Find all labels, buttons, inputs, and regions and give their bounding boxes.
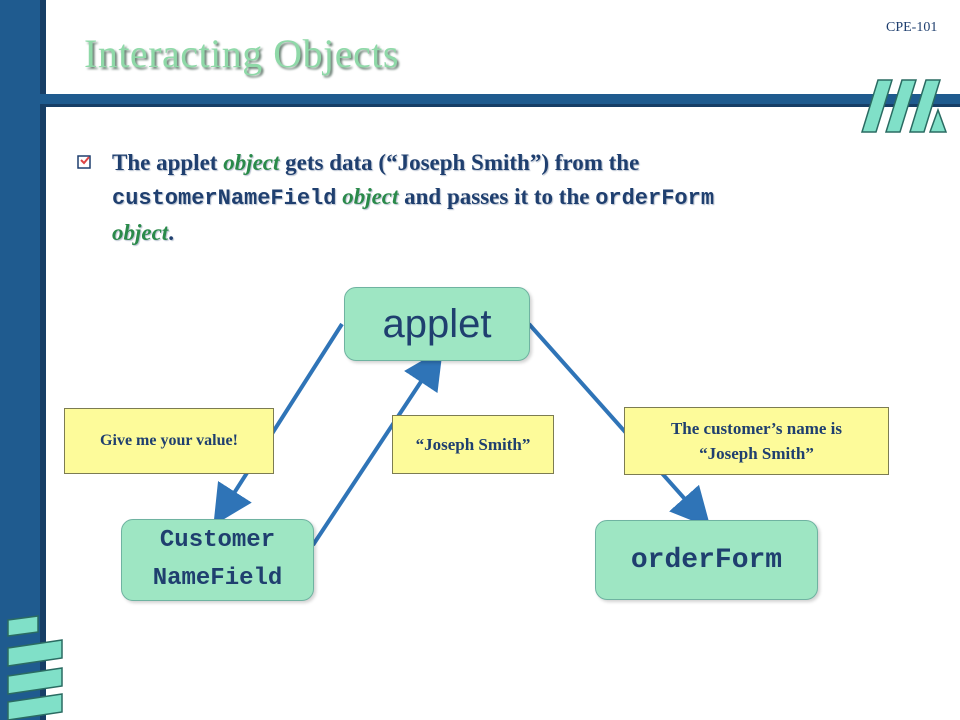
frame-left-accent [40,0,46,720]
bullet-segment: . [168,220,174,245]
node-applet: applet [344,287,530,361]
bullet-segment: orderForm [595,186,715,211]
message-customer-name-is: The customer’s name is “Joseph Smith” [624,407,889,475]
frame-top-bar [40,94,960,104]
bullet-segment: object [223,150,280,175]
bullet-segment: The applet [112,150,224,175]
bullet-segment: and passes it to the [398,184,596,209]
message-give-me-your-value: Give me your value! [64,408,274,474]
message-joseph-smith: “Joseph Smith” [392,415,554,474]
bullet-square-icon [77,155,91,169]
slide-title: Interacting Objects [84,31,399,76]
course-label: CPE-101 [886,20,938,35]
node-order-form: orderForm [595,520,818,600]
bullet-text: The applet object gets data (“Joseph Smi… [112,146,772,250]
bullet-segment: object [112,220,169,245]
bullet-segment: customerNameField [112,186,337,211]
bullet-segment: gets data (“Joseph Smith”) from the [279,150,640,175]
slash-logo-icon [860,79,948,133]
frame-top-bar-shadow [40,104,960,107]
frame-left-bar [0,0,40,720]
corner-stripes-icon [7,615,63,720]
bullet-segment: object [342,184,399,209]
node-customer-name-field: Customer NameField [121,519,314,601]
